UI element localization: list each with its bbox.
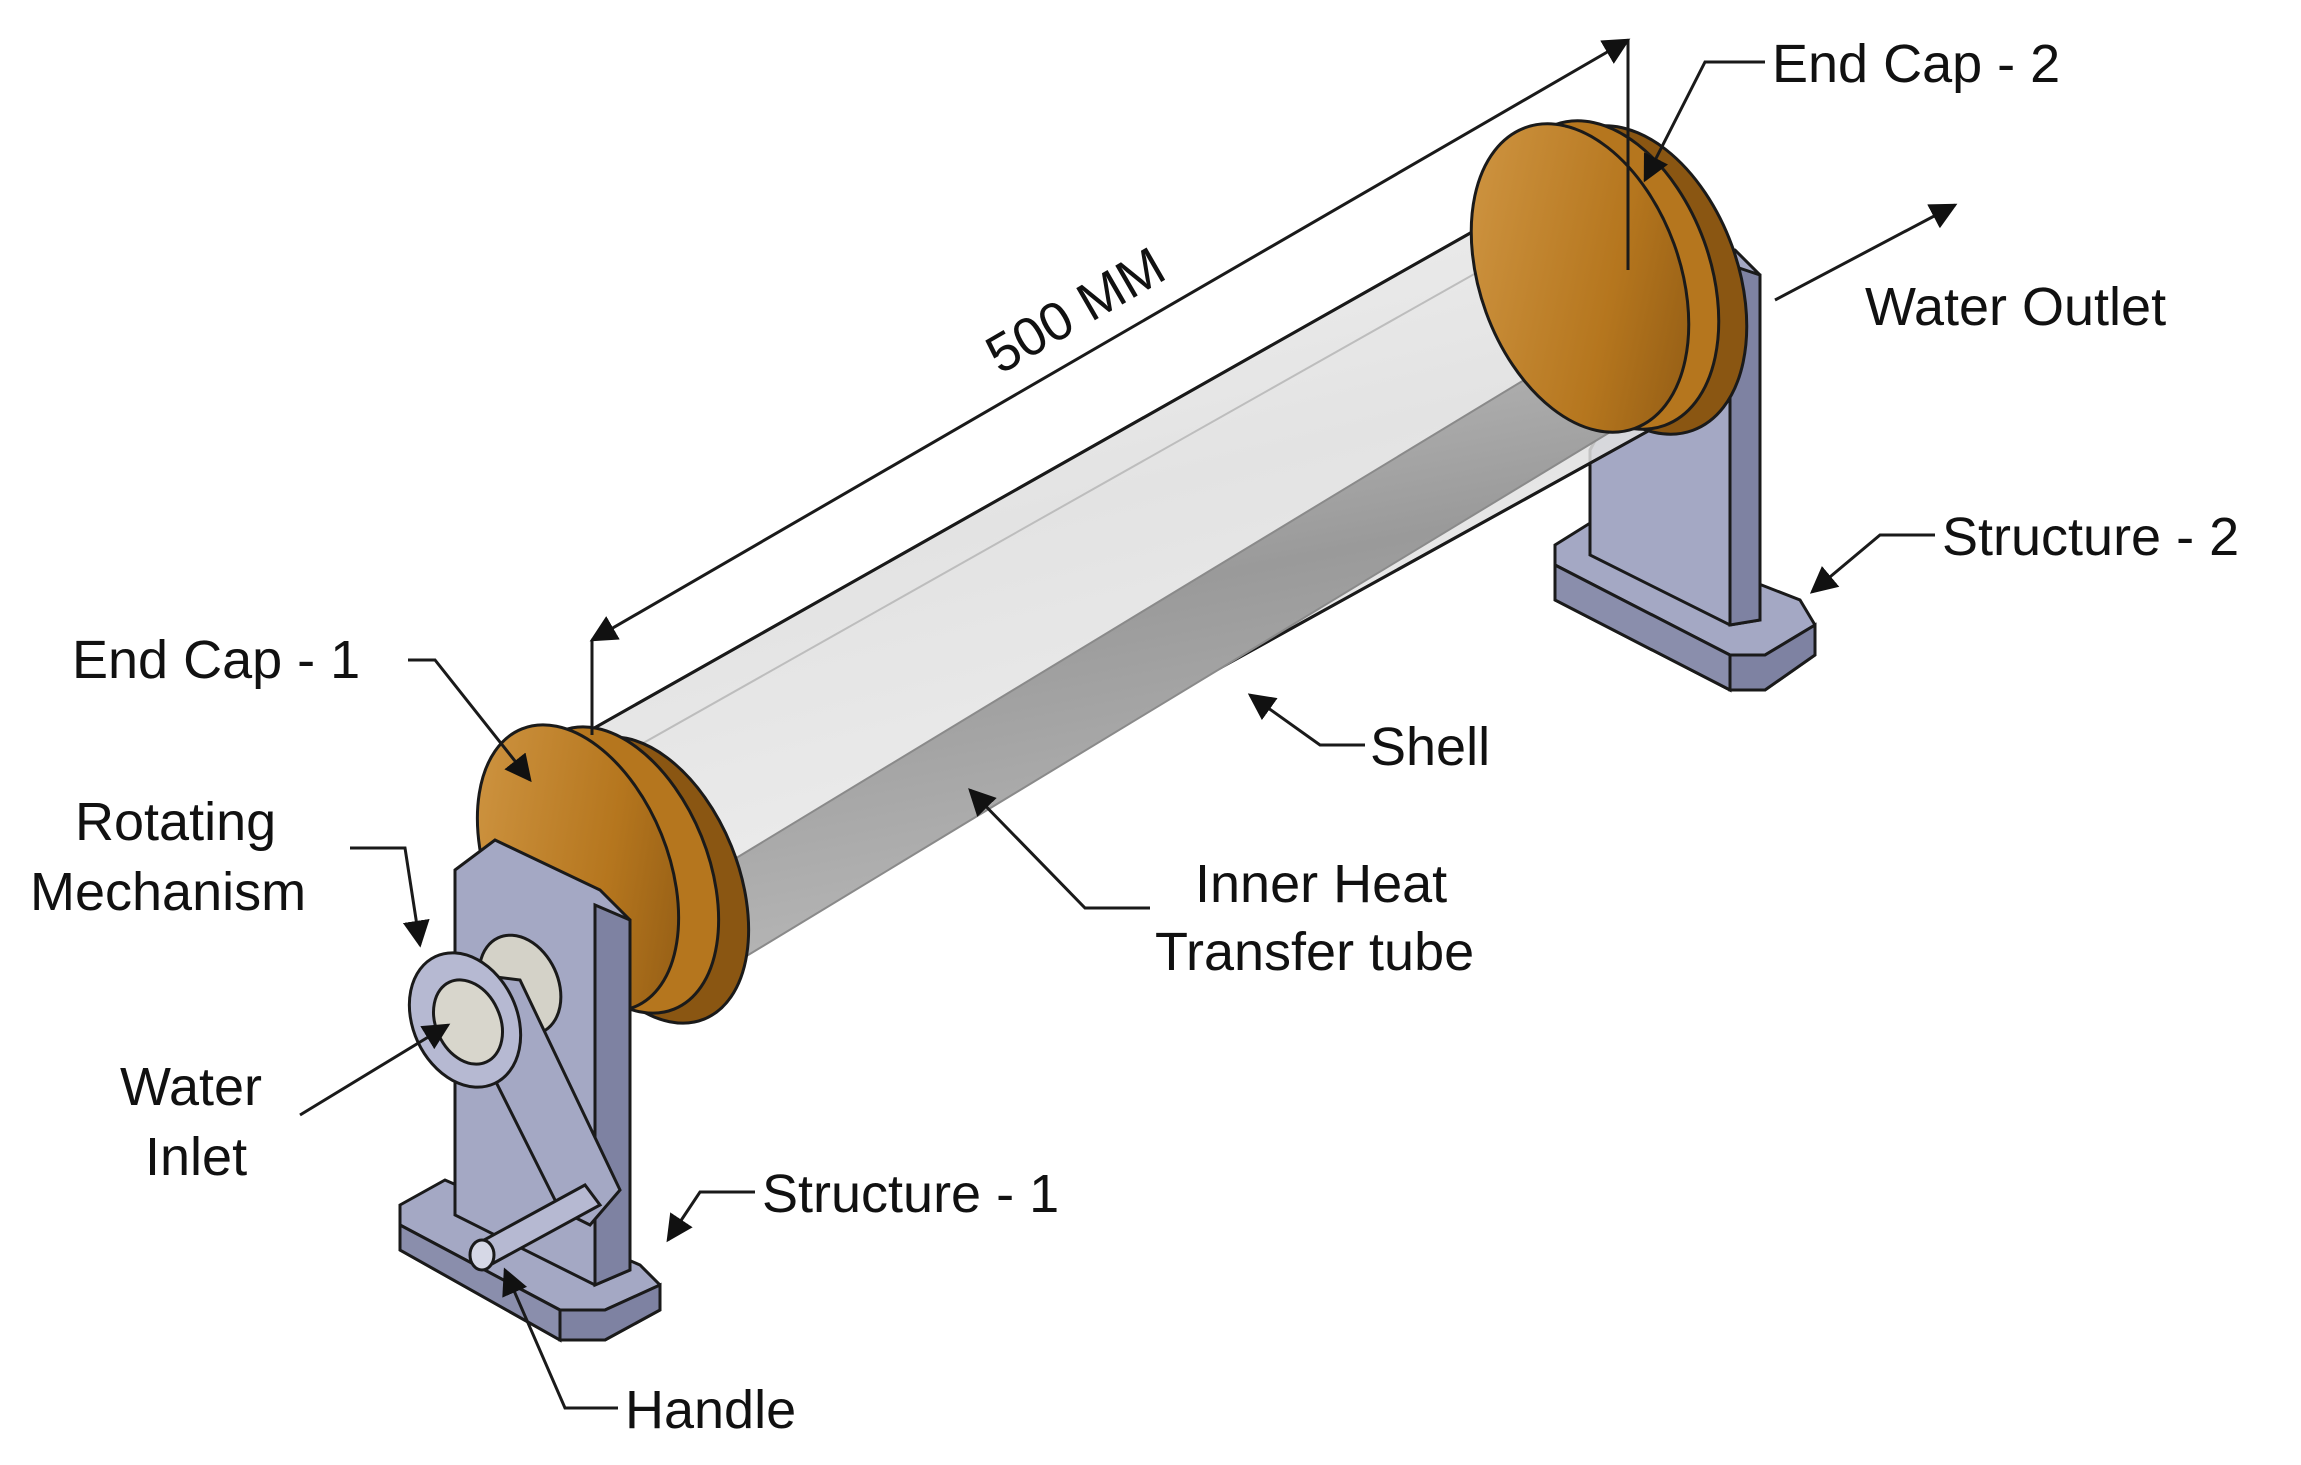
label-structure-1: Structure - 1 xyxy=(762,1164,1059,1224)
callout-water-outlet: Water Outlet xyxy=(1774,203,2166,337)
callout-structure-2: Structure - 2 xyxy=(1809,507,2239,594)
label-inner-tube-line1: Inner Heat xyxy=(1195,854,1447,914)
callout-rotating-mechanism: Rotating Mechanism xyxy=(30,792,430,948)
label-water-inlet-line2: Inlet xyxy=(145,1127,247,1187)
label-end-cap-2: End Cap - 2 xyxy=(1772,34,2060,94)
callout-inner-tube: Inner Heat Transfer tube xyxy=(968,788,1474,982)
label-water-inlet-line1: Water xyxy=(120,1057,262,1117)
callout-water-inlet: Water Inlet xyxy=(120,1023,451,1187)
label-rotating-mechanism-line1: Rotating xyxy=(75,792,276,852)
callout-structure-1: Structure - 1 xyxy=(666,1164,1059,1243)
label-shell: Shell xyxy=(1370,717,1490,777)
label-end-cap-1: End Cap - 1 xyxy=(72,630,360,690)
handle xyxy=(468,1183,603,1272)
callout-end-cap-2: End Cap - 2 xyxy=(1643,34,2060,183)
label-water-outlet: Water Outlet xyxy=(1865,277,2166,337)
label-inner-tube-line2: Transfer tube xyxy=(1155,922,1474,982)
label-rotating-mechanism-line2: Mechanism xyxy=(30,862,306,922)
dimension-label: 500 MM xyxy=(976,236,1175,386)
label-handle: Handle xyxy=(625,1380,796,1440)
callout-handle: Handle xyxy=(502,1267,796,1440)
rotating-mechanism xyxy=(407,933,622,1272)
callout-shell: Shell xyxy=(1247,693,1490,777)
callout-end-cap-1: End Cap - 1 xyxy=(72,630,532,783)
label-structure-2: Structure - 2 xyxy=(1942,507,2239,567)
